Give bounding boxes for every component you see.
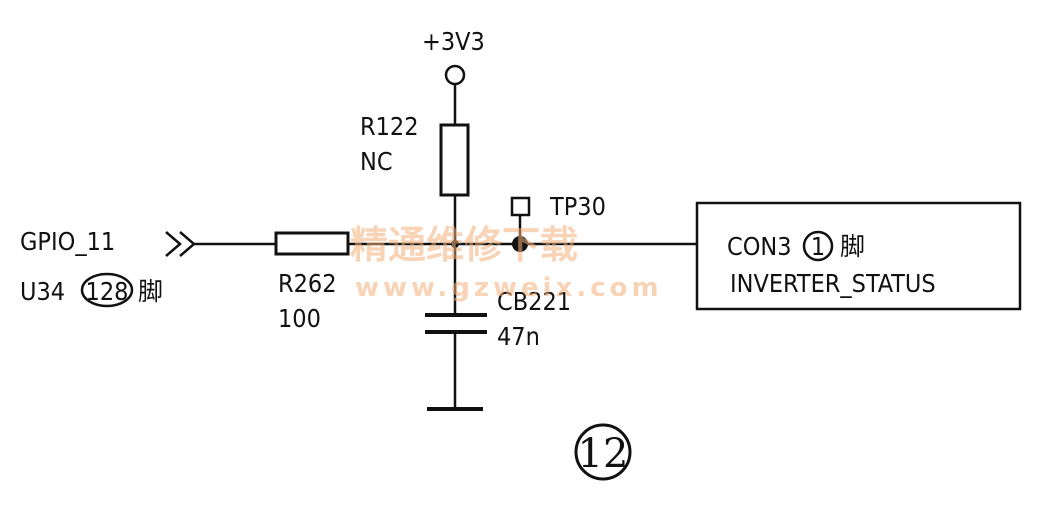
- pin-circle: [802, 230, 834, 262]
- connector-signal: INVERTER_STATUS: [730, 269, 936, 298]
- supply-terminal: [444, 64, 466, 86]
- r122-resistor: [439, 123, 470, 197]
- con3-pin-label: CON3 1 脚: [727, 230, 865, 262]
- watermark-title: 精通维修下载: [350, 223, 578, 267]
- figure-number: 12: [574, 423, 632, 481]
- svg-text:U34: U34: [20, 277, 65, 306]
- svg-text:128: 128: [86, 277, 129, 306]
- watermark-url: www.gzweix.com: [355, 273, 663, 303]
- svg-text:CON3: CON3: [727, 232, 792, 261]
- cb221-value: 47n: [497, 322, 540, 351]
- r262-resistor: [274, 231, 350, 256]
- input-chevron-icon: [165, 231, 196, 257]
- tp30-junction: [512, 236, 528, 252]
- r122-ref: R122: [360, 112, 419, 141]
- pin-circle: [80, 272, 134, 308]
- tp30-testpoint: [510, 196, 531, 217]
- svg-text:1: 1: [811, 232, 825, 261]
- svg-text:脚: 脚: [840, 232, 865, 261]
- junction-dot: [451, 240, 459, 248]
- supply-label: +3V3: [422, 27, 485, 56]
- gpio-signal: GPIO_11: [20, 227, 115, 256]
- svg-text:12: 12: [578, 431, 629, 477]
- r262-ref: R262: [278, 269, 337, 298]
- u34-pin-label: U34 128 脚: [20, 272, 163, 308]
- connector-box: [695, 201, 1022, 311]
- tp30-ref: TP30: [549, 192, 606, 221]
- svg-text:脚: 脚: [138, 277, 163, 306]
- r262-value: 100: [278, 304, 321, 333]
- r122-value: NC: [360, 147, 393, 176]
- cb221-ref: CB221: [497, 287, 571, 316]
